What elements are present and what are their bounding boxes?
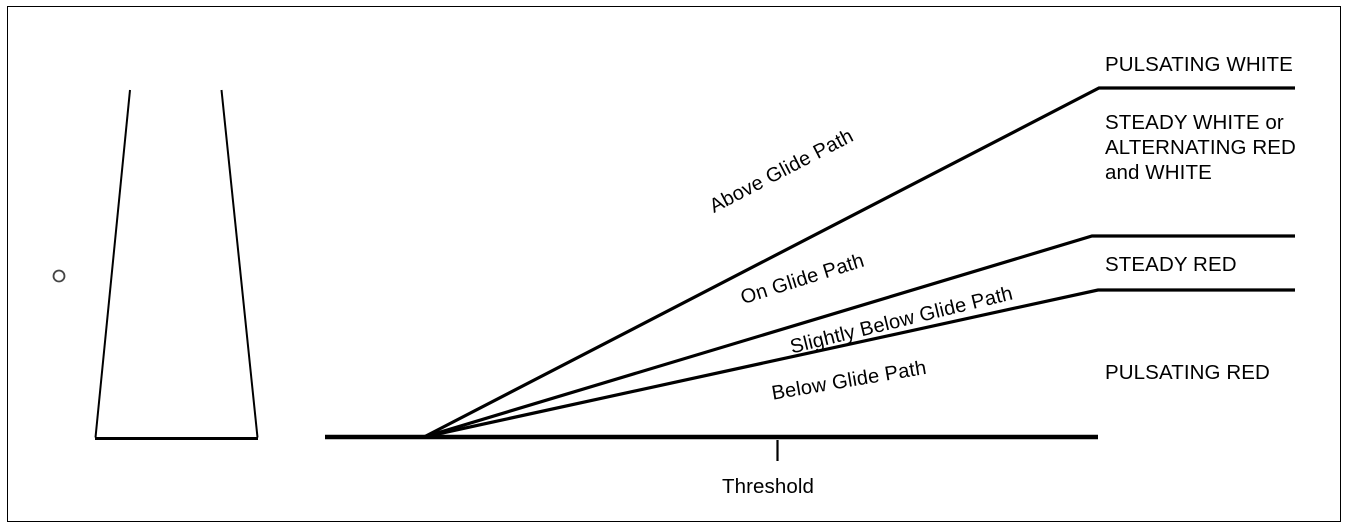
signal-label-pulsating-white: PULSATING WHITE	[1105, 53, 1293, 76]
aircraft-marker	[52, 269, 66, 283]
ray-on-glide-path	[423, 234, 1295, 439]
runway-left-edge	[94, 89, 131, 438]
signal-label-pulsating-red: PULSATING RED	[1105, 361, 1270, 384]
runway-right-edge	[220, 89, 259, 438]
signal-label-steady-red: STEADY RED	[1105, 253, 1237, 276]
diagram-border	[7, 6, 1341, 522]
threshold-label: Threshold	[722, 475, 815, 498]
ray-below-glide-path	[423, 288, 1295, 439]
ray-above-glide-path	[423, 86, 1295, 439]
runway-perspective	[94, 89, 259, 440]
signal-label-steady-white-or-alternating: STEADY WHITE or ALTERNATING RED and WHIT…	[1105, 111, 1296, 184]
